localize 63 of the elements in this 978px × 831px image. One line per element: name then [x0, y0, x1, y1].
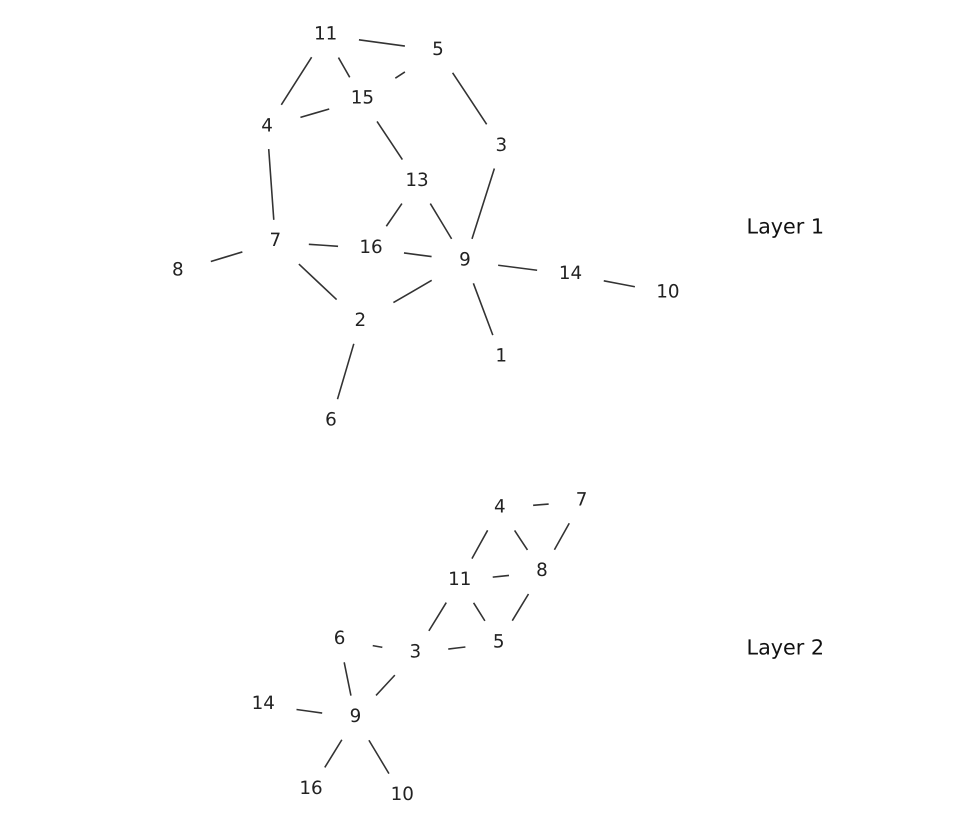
node-text: 7 — [269, 230, 281, 252]
connector — [298, 264, 337, 300]
connector — [267, 149, 274, 220]
node-text: 1 — [494, 346, 506, 367]
connector — [308, 243, 338, 248]
connector — [372, 644, 382, 648]
connector — [336, 344, 354, 400]
connector — [511, 594, 529, 622]
connector — [392, 280, 432, 304]
connector — [470, 530, 488, 559]
node-text: 14 — [558, 262, 582, 284]
node-text: 3 — [408, 641, 421, 662]
connector — [451, 72, 487, 125]
label: Layer 2 — [746, 635, 824, 660]
node-text: 8 — [536, 560, 548, 582]
connector — [337, 57, 350, 78]
connector — [472, 602, 486, 622]
node-text: 5 — [492, 631, 504, 652]
connector — [498, 264, 537, 272]
node-text: 16 — [358, 236, 382, 258]
connector — [376, 121, 403, 160]
node-text: 6 — [333, 628, 345, 650]
connector — [374, 674, 395, 696]
connector — [428, 602, 446, 632]
node-text: 9 — [349, 706, 361, 728]
node-text: 11 — [448, 568, 471, 590]
connector — [300, 108, 329, 118]
connector — [532, 503, 548, 506]
node-text: 13 — [404, 170, 428, 191]
connector — [358, 39, 404, 47]
node-text: 11 — [314, 23, 337, 44]
node-text: 3 — [495, 134, 507, 156]
connector — [513, 530, 528, 550]
connector — [448, 646, 465, 650]
node-text: 10 — [656, 281, 679, 302]
connector — [324, 739, 342, 768]
connector — [296, 708, 322, 714]
node-text: 16 — [298, 778, 322, 800]
connector — [553, 522, 570, 550]
node-text: 2 — [354, 310, 366, 332]
connector — [470, 168, 495, 240]
node-text: 7 — [575, 489, 587, 510]
label: Layer 1 — [746, 214, 824, 239]
connector — [394, 71, 405, 79]
connector — [603, 280, 635, 288]
connector — [342, 662, 352, 696]
node-text: 9 — [458, 249, 470, 270]
connector — [429, 203, 452, 240]
connector — [492, 574, 509, 578]
node-text: 10 — [390, 784, 414, 806]
connector — [472, 283, 494, 336]
node-text: 8 — [171, 260, 184, 281]
connector — [368, 740, 390, 774]
node-text: 15 — [350, 88, 374, 109]
connector — [210, 251, 242, 262]
node-text: 4 — [494, 496, 506, 518]
connector — [385, 203, 402, 227]
node-text: 6 — [324, 410, 336, 431]
connector — [280, 56, 312, 106]
connector — [403, 252, 432, 258]
node-text: 14 — [251, 693, 274, 714]
node-text: 5 — [432, 38, 444, 60]
node-text: 4 — [260, 115, 272, 136]
